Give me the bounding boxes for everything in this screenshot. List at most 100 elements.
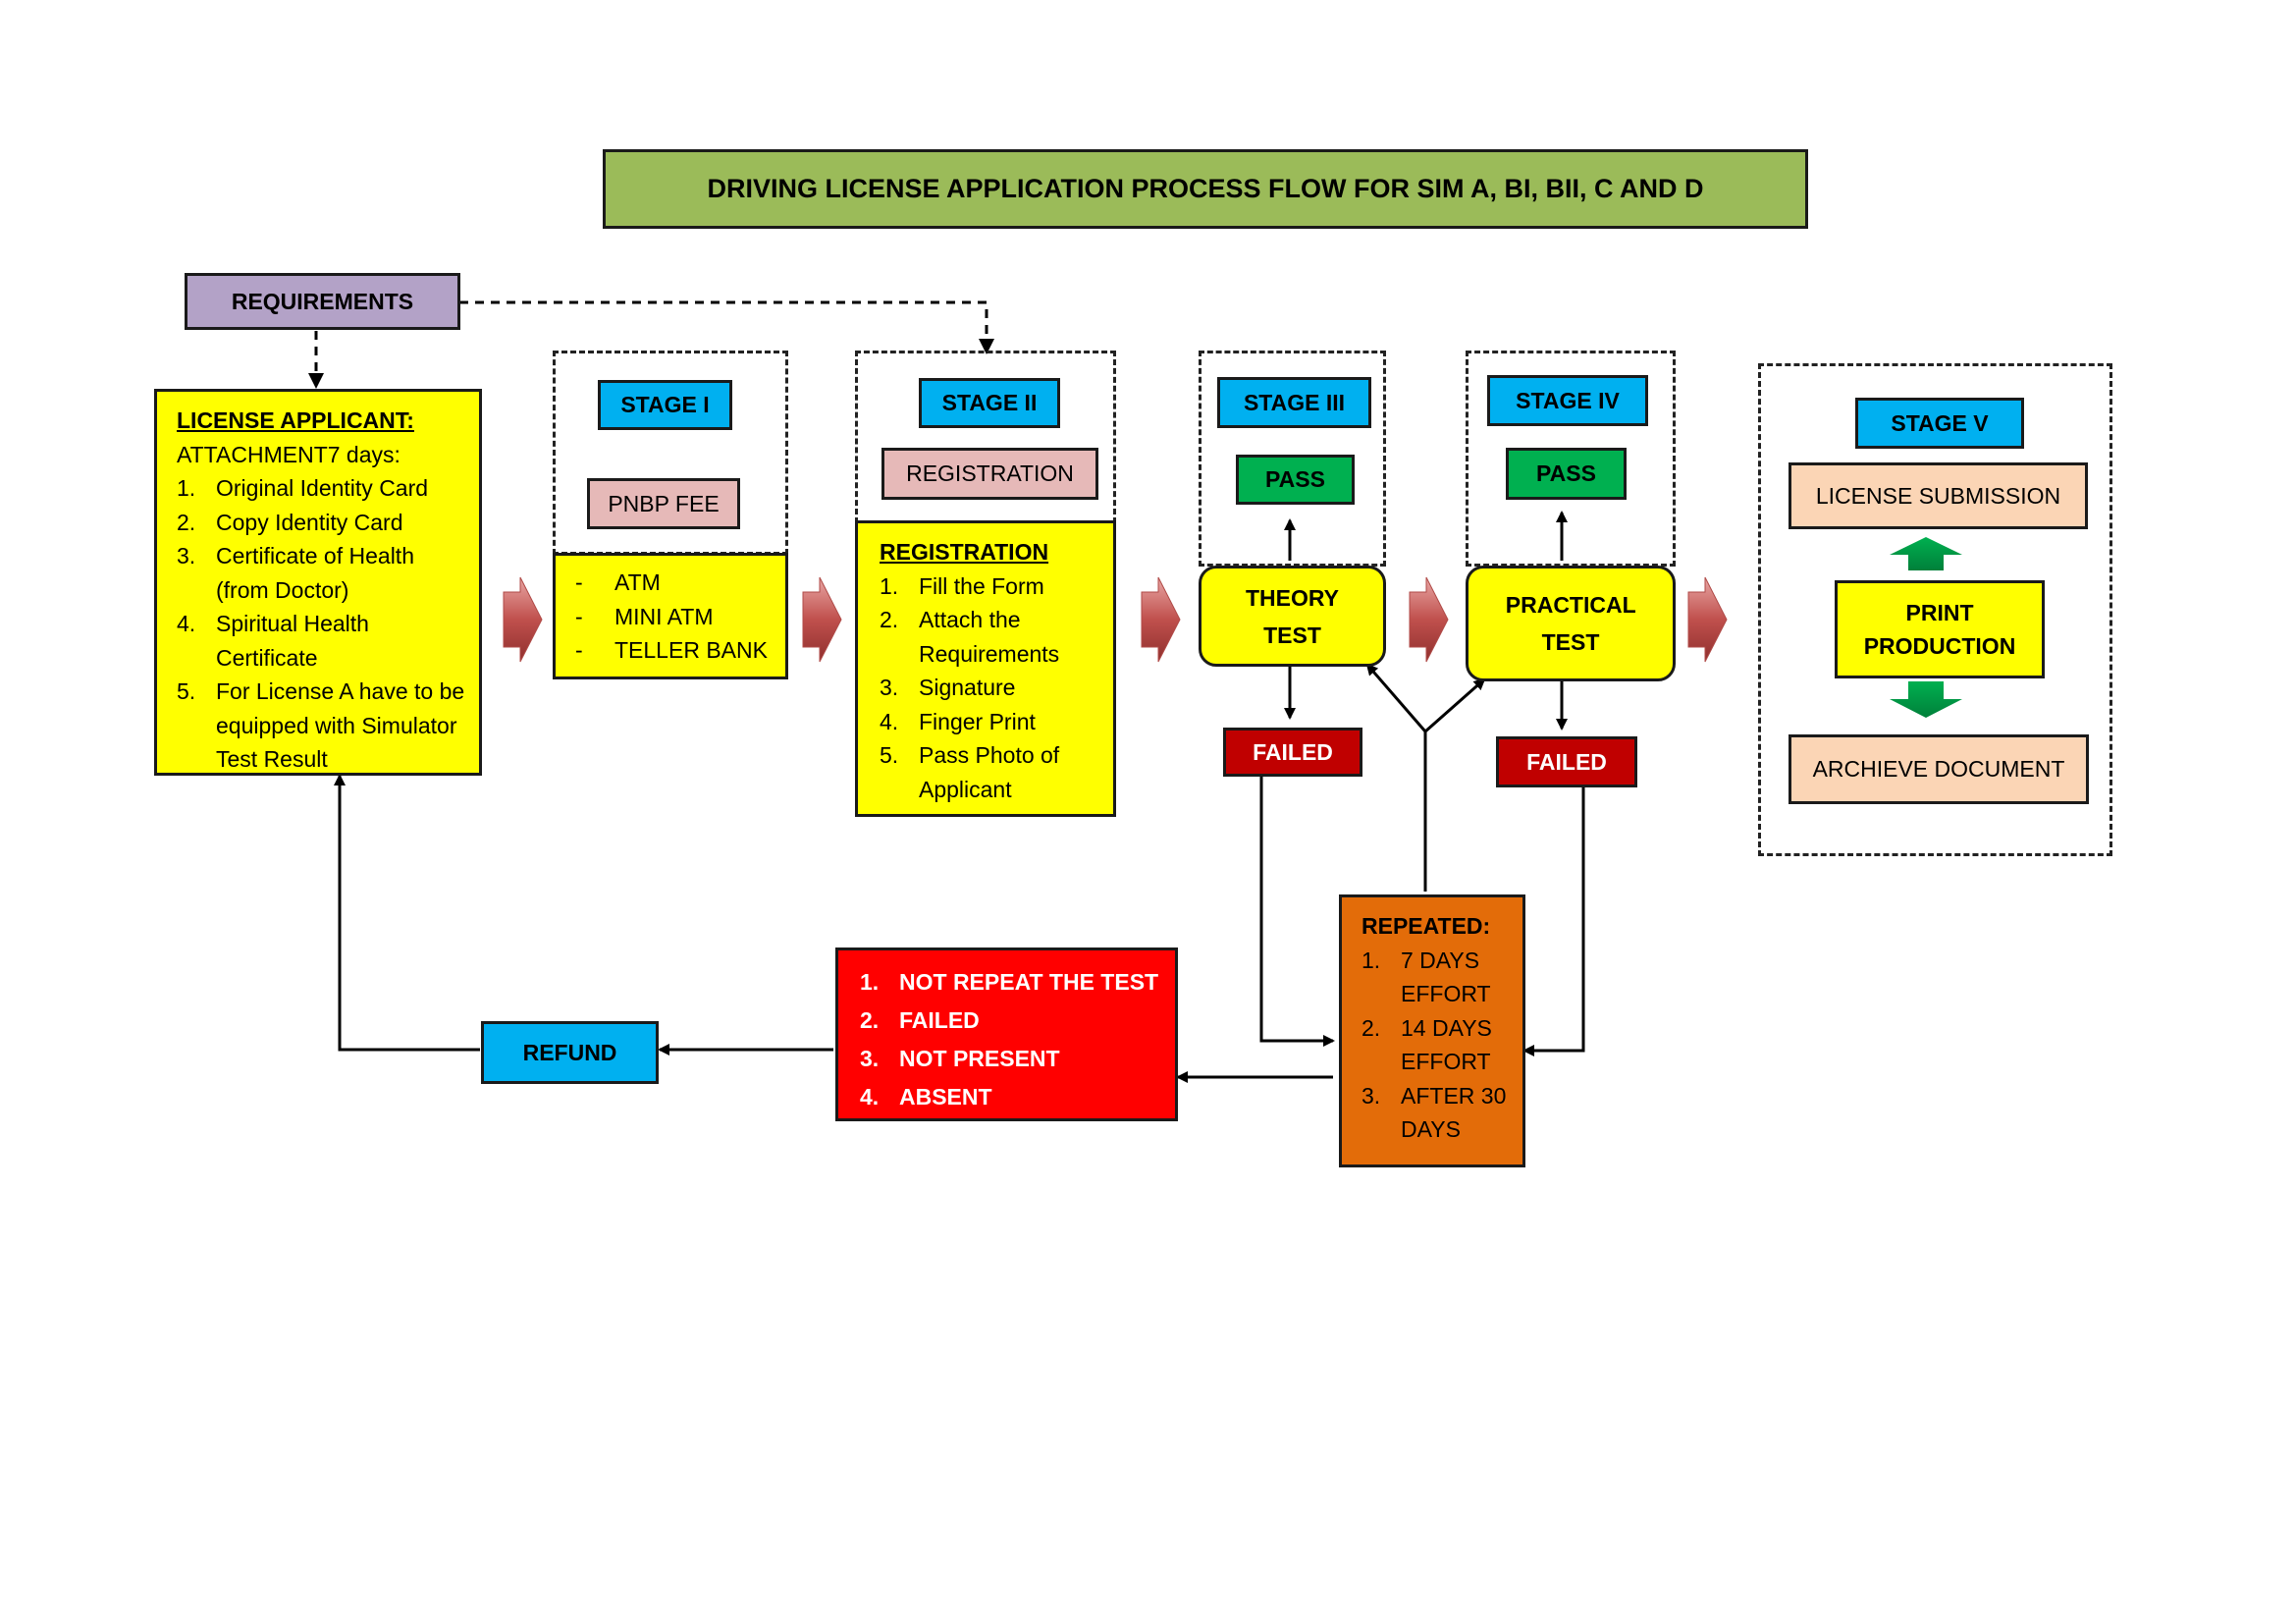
item-number: 1. xyxy=(1362,947,1381,973)
registration-details-box: REGISTRATION 1.Fill the Form 2. Attach th… xyxy=(855,520,1116,817)
green-arrow-up xyxy=(1890,537,1962,570)
stage3-label: STAGE III xyxy=(1217,377,1371,428)
item-text: MINI ATM xyxy=(614,603,714,629)
stage2-label-text: STAGE II xyxy=(941,390,1038,415)
stage5-group xyxy=(1758,363,2112,856)
archive-document-box: ARCHIEVE DOCUMENT xyxy=(1789,734,2089,804)
requirements-dashed-connectors xyxy=(314,300,988,373)
list-item: 1.Fill the Form xyxy=(880,569,1105,604)
item-number: 4. xyxy=(880,708,899,734)
repeated-to-theory-line xyxy=(1365,663,1427,732)
repeated-to-practical-line xyxy=(1424,677,1486,733)
requirements-label: REQUIREMENTS xyxy=(231,288,414,314)
list-item: -ATM xyxy=(575,566,777,600)
item-number: 2. xyxy=(1362,1014,1381,1041)
item-text: Original Identity Card xyxy=(216,475,429,501)
item-text: AFTER 30 DAYS xyxy=(1401,1082,1507,1143)
solid-connectors xyxy=(334,511,1585,1083)
item-number: 2. xyxy=(880,607,899,632)
registration-box: REGISTRATION xyxy=(881,448,1098,500)
item-dash: - xyxy=(575,603,583,629)
practical-test-text: PRACTICAL TEST xyxy=(1505,592,1636,655)
license-submission-text: LICENSE SUBMISSION xyxy=(1815,482,2061,509)
item-number: 3. xyxy=(860,1046,880,1071)
item-number: 1. xyxy=(177,475,196,501)
list-item: - TELLER BANK xyxy=(575,633,777,668)
stage4-label: STAGE IV xyxy=(1487,375,1648,426)
stage4-group xyxy=(1466,351,1676,567)
theory-pass-text: PASS xyxy=(1265,466,1325,492)
list-item: 2. Attach the Requirements xyxy=(880,603,1105,671)
theory-test-text: THEORY TEST xyxy=(1246,584,1339,648)
item-number: 1. xyxy=(860,969,880,995)
list-item: 5.For License A have to be equipped with… xyxy=(177,675,469,777)
flow-arrow-5 xyxy=(1687,576,1728,663)
applicant-heading: LICENSE APPLICANT: xyxy=(177,407,414,433)
list-item: 2.14 DAYS EFFORT xyxy=(1362,1011,1517,1079)
req-to-stage2-arrowhead xyxy=(979,339,994,354)
item-dash: - xyxy=(575,637,583,663)
item-number: 1. xyxy=(880,572,899,599)
pnbp-fee-text: PNBP FEE xyxy=(608,490,720,516)
list-item: - MINI ATM xyxy=(575,600,777,634)
item-text: TELLER BANK xyxy=(614,637,768,663)
page-title-text: DRIVING LICENSE APPLICATION PROCESS FLOW… xyxy=(707,174,1704,203)
list-item: 5. Pass Photo of Applicant xyxy=(880,738,1105,806)
list-item: 3. NOT PRESENT xyxy=(860,1040,1169,1078)
practical-pass-box: PASS xyxy=(1506,448,1627,500)
stage3-label-text: STAGE III xyxy=(1243,389,1346,415)
list-item: 4. Spiritual Health Certificate xyxy=(177,607,469,675)
stage2-label: STAGE II xyxy=(919,378,1060,428)
req-to-stage2-line xyxy=(459,300,988,339)
registration-heading: REGISTRATION xyxy=(880,539,1049,565)
item-text: ABSENT xyxy=(899,1084,992,1110)
refund-box: REFUND xyxy=(481,1021,659,1084)
item-text: Pass Photo of Applicant xyxy=(919,742,1060,802)
item-text: Signature xyxy=(919,675,1016,700)
practical-pass-text: PASS xyxy=(1536,460,1596,486)
item-number: 2. xyxy=(177,509,196,535)
flow-arrows xyxy=(503,576,1728,663)
item-text: NOT REPEAT THE TEST xyxy=(899,969,1159,995)
refund-to-applicant-line xyxy=(334,774,480,1052)
list-item: 3.Signature xyxy=(880,671,1105,705)
list-item: 4.Finger Print xyxy=(880,705,1105,739)
archive-document-text: ARCHIEVE DOCUMENT xyxy=(1812,756,2065,782)
list-item: 1. 7 DAYS EFFORT xyxy=(1362,944,1517,1011)
item-text: For License A have to be equipped with S… xyxy=(216,678,465,772)
repeated-box: REPEATED: 1.7 DAYS EFFORT 2.14 DAYS EFFO… xyxy=(1339,894,1525,1167)
practical-failed-to-repeated-line xyxy=(1522,784,1585,1056)
item-number: 5. xyxy=(880,742,899,768)
item-text: NOT PRESENT xyxy=(899,1046,1060,1071)
practical-test-box: PRACTICAL TEST xyxy=(1466,566,1676,681)
refund-text: REFUND xyxy=(522,1039,617,1065)
item-number: 2. xyxy=(860,1007,880,1033)
stage5-label: STAGE V xyxy=(1855,398,2024,449)
item-number: 4. xyxy=(860,1084,880,1110)
flow-arrow-2 xyxy=(802,576,842,663)
item-text: Spiritual Health Certificate xyxy=(216,611,369,671)
theory-failed-box: FAILED xyxy=(1223,728,1362,777)
item-text: Attach the Requirements xyxy=(919,607,1060,667)
theory-test-box: THEORY TEST xyxy=(1199,566,1386,667)
list-item: 2.Copy Identity Card xyxy=(177,506,469,540)
stage1-label: STAGE I xyxy=(598,380,732,430)
list-item: 1. NOT REPEAT THE TEST xyxy=(860,963,1169,1001)
payment-methods-list: -ATM - MINI ATM - TELLER BANK xyxy=(575,566,777,668)
item-text: 7 DAYS EFFORT xyxy=(1401,947,1491,1007)
item-text: Certificate of Health (from Doctor) xyxy=(216,543,414,603)
item-number: 4. xyxy=(177,611,196,636)
list-item: 1. Original Identity Card xyxy=(177,471,469,506)
flow-arrow-4 xyxy=(1409,576,1449,663)
repeated-list: 1.7 DAYS EFFORT 2.14 DAYS EFFORT 3.AFTER… xyxy=(1362,944,1517,1147)
requirements-box: REQUIREMENTS xyxy=(185,273,460,330)
practical-failed-box: FAILED xyxy=(1496,736,1637,787)
registration-text: REGISTRATION xyxy=(906,460,1074,486)
item-text: FAILED xyxy=(899,1007,980,1033)
item-number: 3. xyxy=(177,543,196,568)
page-title: DRIVING LICENSE APPLICATION PROCESS FLOW… xyxy=(603,149,1808,229)
theory-pass-box: PASS xyxy=(1236,455,1355,505)
payment-methods-box: -ATM - MINI ATM - TELLER BANK xyxy=(553,553,788,679)
print-production-box: PRINT PRODUCTION xyxy=(1835,580,2045,678)
